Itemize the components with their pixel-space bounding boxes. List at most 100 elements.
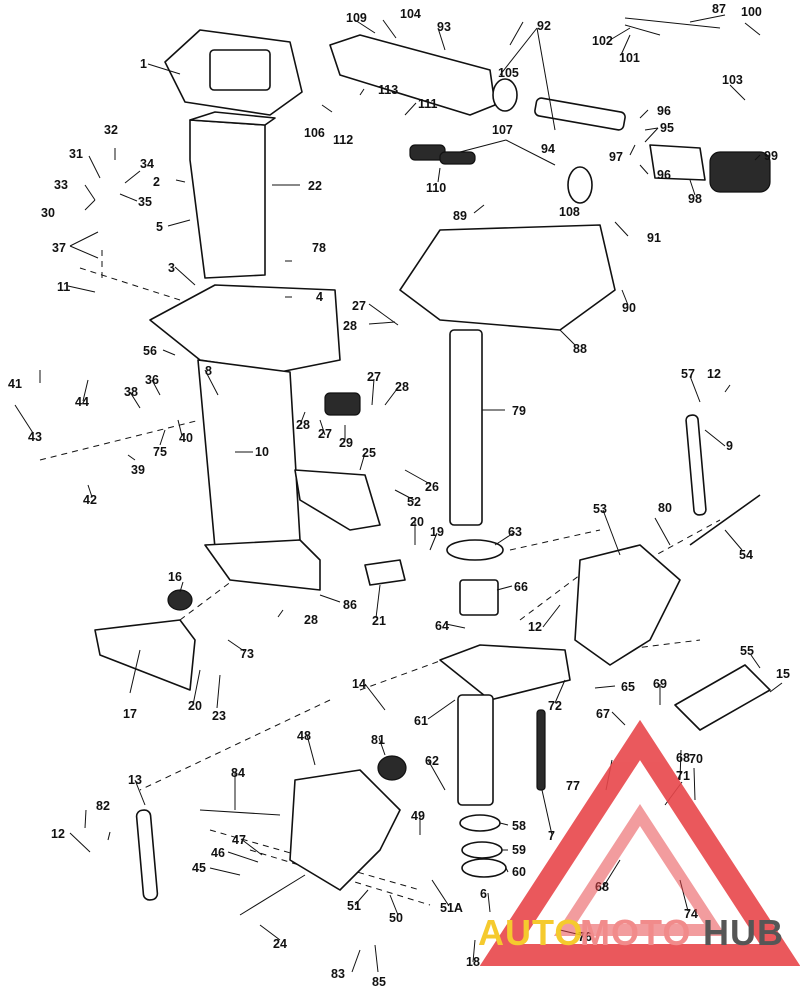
- label-39: 39: [131, 463, 145, 477]
- label-86: 86: [343, 598, 357, 612]
- label-29: 29: [339, 436, 353, 450]
- label-63: 63: [508, 525, 522, 539]
- label-93: 93: [437, 20, 451, 34]
- label-31: 31: [69, 147, 83, 161]
- label-46: 46: [211, 846, 225, 860]
- label-82: 82: [96, 799, 110, 813]
- label-41: 41: [8, 377, 22, 391]
- leader-lines: [14, 14, 783, 973]
- label-77: 77: [566, 779, 580, 793]
- label-80: 80: [658, 501, 672, 515]
- label-62: 62: [425, 754, 439, 768]
- label-51: 51: [347, 899, 361, 913]
- label-20a: 20: [410, 515, 424, 529]
- label-112: 112: [333, 133, 353, 147]
- label-106: 106: [304, 126, 325, 140]
- label-60: 60: [512, 865, 526, 879]
- label-12a: 12: [707, 367, 721, 381]
- label-81: 81: [371, 733, 385, 747]
- watermark-auto: AUTO: [478, 912, 583, 953]
- label-70: 70: [689, 752, 703, 766]
- watermark-moto: MOTO: [580, 912, 691, 953]
- label-96a: 96: [657, 104, 671, 118]
- label-34: 34: [140, 157, 154, 171]
- label-97: 97: [609, 150, 623, 164]
- label-64: 64: [435, 619, 449, 633]
- label-25: 25: [362, 446, 376, 460]
- label-28a: 28: [343, 319, 357, 333]
- label-102: 102: [592, 34, 613, 48]
- label-48: 48: [297, 729, 311, 743]
- label-12b: 12: [528, 620, 542, 634]
- label-33: 33: [54, 178, 68, 192]
- label-20b: 20: [188, 699, 202, 713]
- label-105: 105: [498, 66, 519, 80]
- label-2: 2: [153, 175, 160, 189]
- label-38: 38: [124, 385, 138, 399]
- label-7: 7: [548, 829, 555, 843]
- watermark-hub: HUB: [703, 912, 784, 953]
- label-19: 19: [430, 525, 444, 539]
- label-110: 110: [426, 181, 446, 195]
- label-67: 67: [596, 707, 610, 721]
- label-92: 92: [537, 19, 551, 33]
- label-94: 94: [541, 142, 555, 156]
- label-17: 17: [123, 707, 137, 721]
- label-56: 56: [143, 344, 157, 358]
- label-58: 58: [512, 819, 526, 833]
- label-27a: 27: [352, 299, 366, 313]
- label-78: 78: [312, 241, 326, 255]
- label-87: 87: [712, 2, 726, 16]
- label-23: 23: [212, 709, 226, 723]
- label-4: 4: [316, 290, 323, 304]
- label-27b: 27: [367, 370, 381, 384]
- label-50: 50: [389, 911, 403, 925]
- label-3: 3: [168, 261, 175, 275]
- label-65: 65: [621, 680, 635, 694]
- label-28c: 28: [296, 418, 310, 432]
- label-27c: 27: [318, 427, 332, 441]
- label-32: 32: [104, 123, 118, 137]
- label-85: 85: [372, 975, 386, 989]
- label-75: 75: [153, 445, 167, 459]
- label-52: 52: [407, 495, 421, 509]
- label-79: 79: [512, 404, 526, 418]
- label-1: 1: [140, 57, 147, 71]
- label-66: 66: [514, 580, 528, 594]
- label-28b: 28: [395, 380, 409, 394]
- label-22: 22: [308, 179, 322, 193]
- label-42: 42: [83, 493, 97, 507]
- part-number-labels: 1 2 3 4 5 6 7 8 9 10 11 12 12 12 13 14 1…: [8, 2, 790, 989]
- label-73: 73: [240, 647, 254, 661]
- label-11: 11: [57, 280, 70, 294]
- label-18: 18: [466, 955, 480, 969]
- label-104: 104: [400, 7, 421, 21]
- label-5: 5: [156, 220, 163, 234]
- label-113: 113: [378, 83, 398, 97]
- label-88: 88: [573, 342, 587, 356]
- label-95: 95: [660, 121, 674, 135]
- label-30: 30: [41, 206, 55, 220]
- automotohub-watermark: AUTO MOTO HUB: [478, 719, 800, 966]
- label-84: 84: [231, 766, 245, 780]
- label-96b: 96: [657, 168, 671, 182]
- label-103: 103: [722, 73, 743, 87]
- label-74: 74: [684, 907, 698, 921]
- label-35: 35: [138, 195, 152, 209]
- label-6: 6: [480, 887, 487, 901]
- label-111: 111: [418, 97, 438, 111]
- label-24: 24: [273, 937, 287, 951]
- label-37: 37: [52, 241, 66, 255]
- label-100: 100: [741, 5, 762, 19]
- label-49: 49: [411, 809, 425, 823]
- label-61: 61: [414, 714, 428, 728]
- label-59: 59: [512, 843, 526, 857]
- label-57: 57: [681, 367, 695, 381]
- label-47: 47: [232, 833, 246, 847]
- label-16: 16: [168, 570, 182, 584]
- label-43: 43: [28, 430, 42, 444]
- label-91: 91: [647, 231, 661, 245]
- label-40: 40: [179, 431, 193, 445]
- label-68a: 68: [676, 751, 690, 765]
